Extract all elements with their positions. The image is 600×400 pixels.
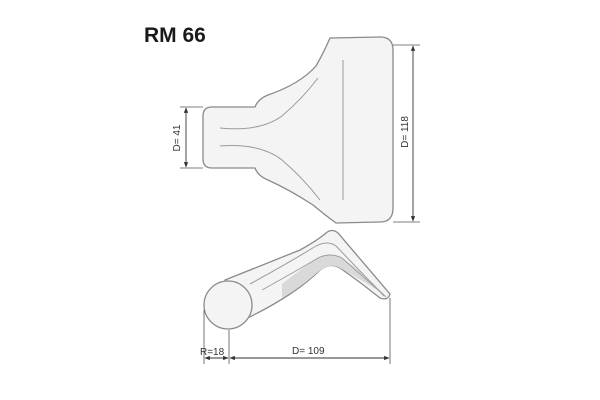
side-view-bend-line bbox=[249, 242, 385, 297]
dimension-handle-height: D= 41 bbox=[172, 106, 203, 169]
dimension-radius: R=18 bbox=[200, 310, 230, 364]
side-view-shadow bbox=[282, 255, 386, 298]
side-view-round-end bbox=[203, 280, 253, 330]
top-view-relief-line bbox=[219, 145, 321, 201]
top-view: D= 41 D= 118 bbox=[172, 36, 420, 224]
dimension-radius-label: R=18 bbox=[200, 347, 225, 358]
dimension-length: D= 109 bbox=[229, 298, 391, 364]
dimension-blade-height-label: D= 118 bbox=[400, 116, 411, 148]
dimension-length-label: D= 109 bbox=[292, 346, 325, 357]
top-view-relief-line bbox=[219, 77, 319, 130]
page-title: RM 66 bbox=[144, 24, 206, 47]
dimension-handle-height-label: D= 41 bbox=[172, 124, 183, 151]
side-view: R=18 D= 109 bbox=[200, 229, 391, 364]
top-view-outline bbox=[202, 36, 394, 224]
side-view-bend-line bbox=[261, 254, 387, 298]
dimension-blade-height: D= 118 bbox=[393, 44, 420, 223]
